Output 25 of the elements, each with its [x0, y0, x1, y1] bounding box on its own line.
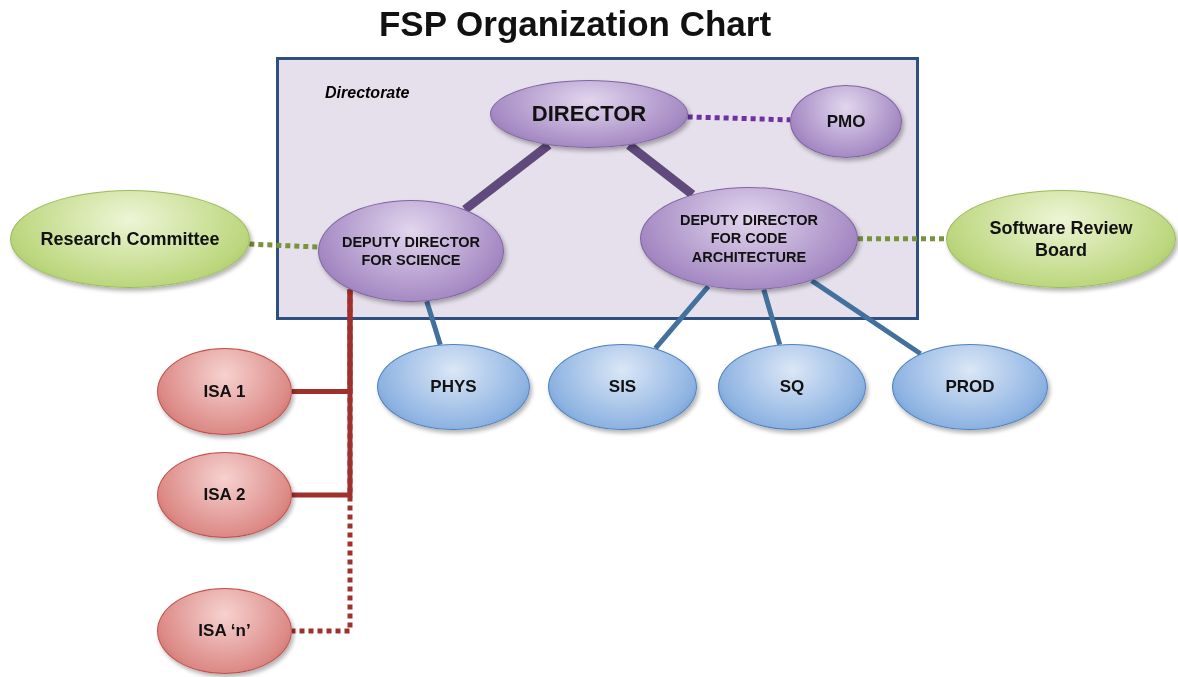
connector-line: [424, 300, 443, 346]
group-label: Directorate: [325, 84, 410, 102]
org-ellipse: [548, 344, 697, 430]
connector-line: [858, 236, 946, 242]
connector-line: [653, 284, 711, 351]
connector-line: [810, 278, 922, 356]
node-label: PMO: [826, 110, 866, 133]
connector-line: [761, 288, 783, 346]
node-label: ISA 2: [203, 484, 246, 506]
node-label: Software Review Board: [988, 216, 1134, 262]
chart-title: FSP Organization Chart: [377, 4, 773, 44]
node-label: DEPUTY DIRECTOR FOR SCIENCE: [341, 232, 481, 270]
connector-line: [626, 141, 696, 199]
node-label: PROD: [945, 376, 995, 398]
directorate-box: [276, 57, 919, 320]
node-label: Research Committee: [40, 227, 220, 251]
node-label: SQ: [779, 376, 805, 398]
connector-line: [292, 289, 353, 634]
node-label: ISA 1: [203, 380, 246, 403]
node-label: ISA ‘n’: [198, 620, 251, 642]
connector-line: [687, 114, 791, 123]
node-label: SIS: [608, 376, 637, 398]
node-label: PHYS: [430, 376, 477, 398]
node-label: DIRECTOR: [531, 100, 647, 128]
node-label: DEPUTY DIRECTOR FOR CODE ARCHITECTURE: [678, 211, 819, 266]
